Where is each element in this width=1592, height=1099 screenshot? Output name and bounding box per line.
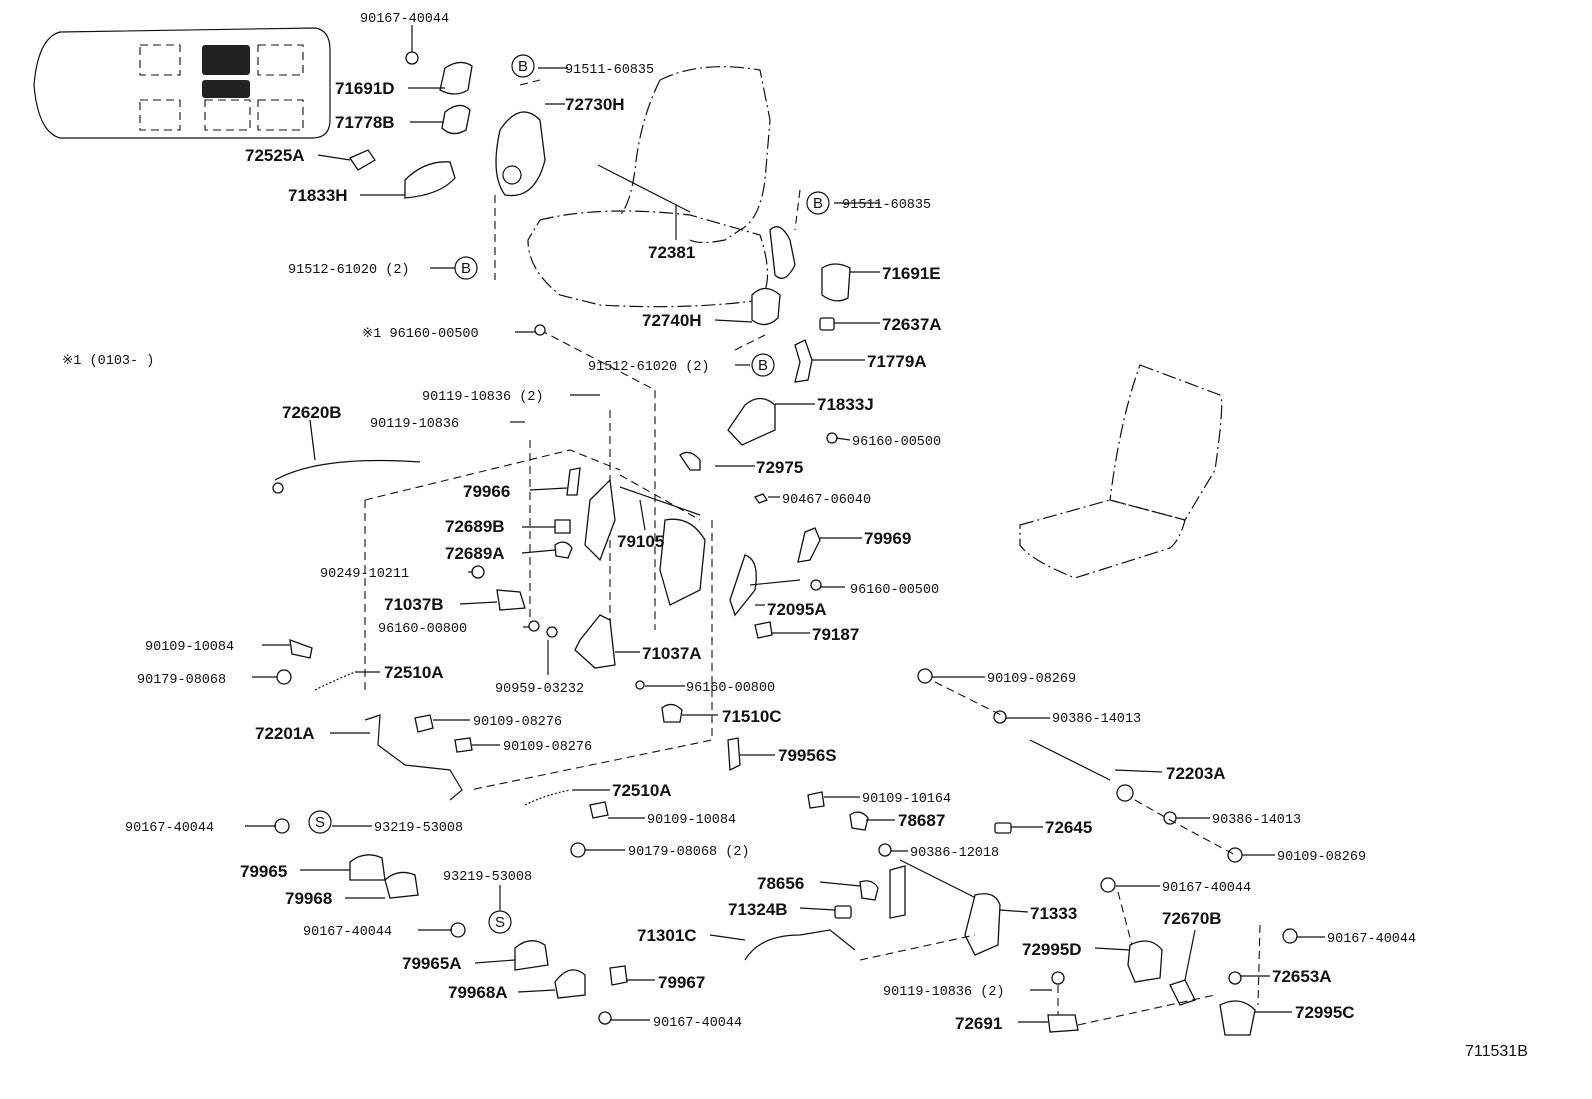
label-90167-40044-lower: 90167-40044: [303, 925, 392, 940]
circle-b-1: B: [511, 54, 535, 78]
label-78687: 78687: [898, 811, 945, 830]
label-93219-53008: 93219-53008: [374, 821, 463, 836]
label-72975: 72975: [756, 458, 803, 477]
label-90179-08068: 90179-08068: [137, 673, 226, 688]
svg-text:B: B: [518, 58, 528, 75]
part-shapes: [272, 51, 1298, 1036]
label-90167-40044-bottom: 90167-40044: [653, 1016, 742, 1031]
label-90386-14013: 90386-14013: [1052, 712, 1141, 727]
label-71779a: 71779A: [867, 352, 927, 371]
label-71691d: 71691D: [335, 79, 395, 98]
label-90467-06040: 90467-06040: [782, 493, 871, 508]
label-91512-61020-right: 91512-61020 (2): [588, 360, 710, 375]
label-72691: 72691: [955, 1014, 1002, 1033]
label-78656: 78656: [757, 874, 804, 893]
label-90119-10836-2: 90119-10836 (2): [422, 390, 544, 405]
circle-b-3: B: [454, 256, 478, 280]
label-72510a-lower: 72510A: [612, 781, 672, 800]
label-72740h: 72740H: [642, 311, 702, 330]
label-90167-40044-far-right: 90167-40044: [1327, 932, 1416, 947]
circle-s-1: S: [308, 810, 332, 834]
label-72653a: 72653A: [1272, 967, 1332, 986]
label-91511-60835-right: 91511-60835: [842, 198, 931, 213]
label-79965a: 79965A: [402, 954, 462, 973]
label-90119-10836-2-lower: 90119-10836 (2): [883, 985, 1005, 1000]
label-96160-00800: 96160-00800: [378, 622, 467, 637]
label-71510c: 71510C: [722, 707, 782, 726]
label-96160-00500-ref1: ※1 96160-00500: [362, 327, 479, 342]
label-72510a: 72510A: [384, 663, 444, 682]
label-90109-08269-b: 90109-08269: [1277, 850, 1366, 865]
label-72203a: 72203A: [1166, 764, 1226, 783]
circle-s-2: S: [488, 910, 512, 934]
vehicle-layout-thumbnail: [33, 27, 331, 139]
label-71037b: 71037B: [384, 595, 444, 614]
label-90386-12018: 90386-12018: [910, 846, 999, 861]
label-91512-61020: 91512-61020 (2): [288, 263, 410, 278]
label-93219-53008-b: 93219-53008: [443, 870, 532, 885]
label-90959-03232: 90959-03232: [495, 682, 584, 697]
label-90109-08276: 90109-08276: [473, 715, 562, 730]
label-90109-08276-b: 90109-08276: [503, 740, 592, 755]
label-72095a: 72095A: [767, 600, 827, 619]
label-90386-14013-b: 90386-14013: [1212, 813, 1301, 828]
label-72730h: 72730H: [565, 95, 625, 114]
figure-id: 711531B: [1465, 1043, 1528, 1060]
label-71301c: 71301C: [637, 926, 697, 945]
label-71324b: 71324B: [728, 900, 788, 919]
label-96160-00500-mid: 96160-00500: [850, 583, 939, 598]
label-90109-10084: 90109-10084: [145, 640, 234, 655]
label-79956s: 79956S: [778, 746, 837, 765]
label-72995d: 72995D: [1022, 940, 1082, 959]
svg-text:B: B: [813, 195, 823, 212]
label-71778b: 71778B: [335, 113, 395, 132]
leader-lines: [245, 25, 1325, 1023]
label-72525a: 72525A: [245, 146, 305, 165]
label-79187: 79187: [812, 625, 859, 644]
label-71691e: 71691E: [882, 264, 941, 283]
label-79967: 79967: [658, 973, 705, 992]
label-72689a: 72689A: [445, 544, 505, 563]
label-90249-10211: 90249-10211: [320, 567, 409, 582]
label-91511-60835: 91511-60835: [565, 63, 654, 78]
label-96160-00800-right: 96160-00800: [686, 681, 775, 696]
label-71833h: 71833H: [288, 186, 348, 205]
svg-text:S: S: [495, 914, 505, 931]
label-90167-40044-left: 90167-40044: [125, 821, 214, 836]
label-71333: 71333: [1030, 904, 1077, 923]
circle-b-4: B: [751, 353, 775, 377]
label-79105: 79105: [617, 532, 664, 551]
label-72381: 72381: [648, 243, 695, 262]
label-72201a: 72201A: [255, 724, 315, 743]
label-72689b: 72689B: [445, 517, 505, 536]
label-71833j: 71833J: [817, 395, 874, 414]
label-90109-10164: 90109-10164: [862, 792, 951, 807]
footnote-1: ※1 (0103- ): [62, 354, 154, 369]
label-90167-40044-right: 90167-40044: [1162, 881, 1251, 896]
label-71037a: 71037A: [642, 644, 702, 663]
label-79965: 79965: [240, 862, 287, 881]
circle-b-2: B: [806, 191, 830, 215]
label-90167-40044: 90167-40044: [360, 12, 449, 27]
label-79968a: 79968A: [448, 983, 508, 1002]
svg-text:B: B: [758, 357, 768, 374]
label-90119-10836: 90119-10836: [370, 417, 459, 432]
svg-text:B: B: [461, 260, 471, 277]
label-72620b: 72620B: [282, 403, 342, 422]
rear-seat-outline: [1019, 364, 1223, 579]
label-90109-08269: 90109-08269: [987, 672, 1076, 687]
label-79968: 79968: [285, 889, 332, 908]
label-96160-00500: 96160-00500: [852, 435, 941, 450]
label-72670b: 72670B: [1162, 909, 1222, 928]
label-90109-10084-lower: 90109-10084: [647, 813, 736, 828]
part-labels: 90167-40044 71691D 91511-60835 72730H 71…: [62, 12, 1528, 1060]
label-72995c: 72995C: [1295, 1003, 1355, 1022]
label-79966: 79966: [463, 482, 510, 501]
label-90179-08068-2: 90179-08068 (2): [628, 845, 750, 860]
label-72645: 72645: [1045, 818, 1092, 837]
svg-text:S: S: [315, 814, 325, 831]
label-79969: 79969: [864, 529, 911, 548]
label-72637a: 72637A: [882, 315, 942, 334]
